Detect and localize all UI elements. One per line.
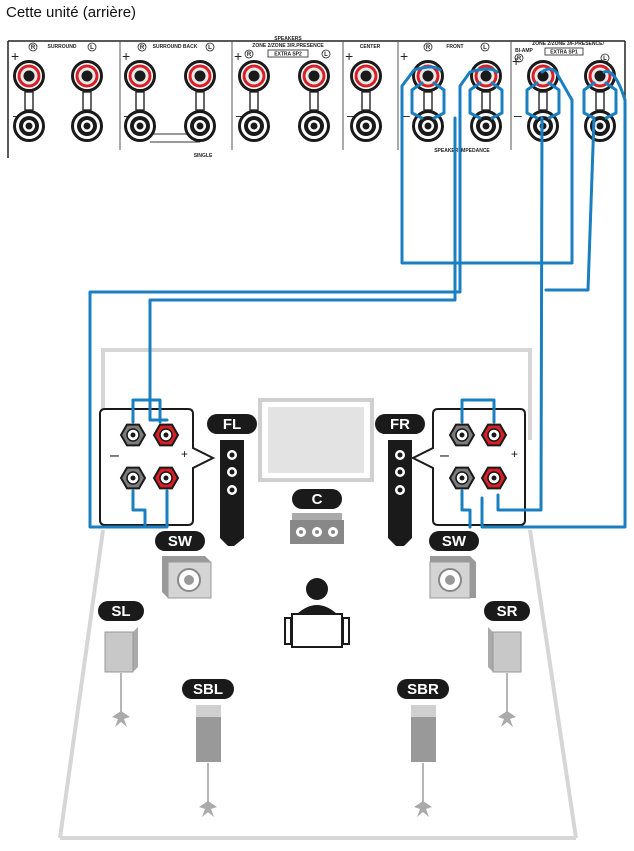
svg-text:R: R (517, 56, 522, 62)
svg-text:R: R (247, 52, 252, 58)
svg-text:–: – (124, 107, 132, 123)
svg-text:–: – (347, 107, 355, 123)
subwoofer-left: SW (155, 531, 212, 599)
speakers-label: SPEAKERS (274, 36, 302, 42)
sbr-speaker: SBR (397, 679, 449, 818)
svg-text:+: + (511, 447, 518, 461)
rear-panel: SPEAKERS SURROUND SURROUND BACK ZONE 2/Z… (7, 36, 626, 159)
section-center: CENTER (360, 44, 381, 50)
sl-label: SL (111, 603, 130, 620)
section-surround: SURROUND (48, 44, 77, 50)
single-label: SINGLE (194, 153, 213, 159)
svg-text:–: – (440, 447, 449, 464)
fl-terminal-box: – + (99, 408, 216, 526)
fl-speaker: FL (207, 414, 257, 546)
c-label: C (312, 491, 323, 508)
center-speaker: C (290, 489, 344, 544)
svg-text:L: L (90, 45, 94, 51)
svg-text:R: R (140, 45, 145, 51)
svg-text:L: L (324, 52, 328, 58)
sbr-label: SBR (407, 681, 439, 698)
impedance-label: SPEAKER IMPEDANCE (434, 148, 490, 154)
svg-text:+: + (11, 48, 19, 64)
svg-text:–: – (236, 107, 244, 123)
fl-label: FL (223, 416, 241, 433)
section-zone2-fpresence: ZONE 2/ZONE 3/F.PRESENCE/ (532, 41, 604, 47)
positive-terminals (13, 60, 616, 92)
fr-speaker: FR (375, 414, 425, 546)
svg-text:+: + (234, 48, 242, 64)
extra-sp1-label: EXTRA SP1 (550, 50, 578, 56)
subwoofer-right: SW (429, 531, 479, 599)
sw-right-label: SW (442, 533, 467, 550)
svg-text:L: L (603, 56, 607, 62)
section-front: FRONT (446, 44, 463, 50)
extra-sp2-label: EXTRA SP2 (274, 52, 302, 58)
sw-left-label: SW (168, 533, 193, 550)
sl-speaker: SL (98, 601, 144, 728)
svg-text:R: R (426, 45, 431, 51)
sbl-label: SBL (193, 681, 223, 698)
svg-text:R: R (31, 45, 36, 51)
svg-text:+: + (122, 48, 130, 64)
page-title: Cette unité (arrière) (6, 4, 137, 21)
biamp-label: BI-AMP (515, 48, 533, 54)
svg-text:–: – (402, 107, 410, 123)
svg-text:+: + (181, 447, 188, 461)
sr-speaker: SR (484, 601, 530, 728)
fr-label: FR (390, 416, 410, 433)
svg-text:–: – (514, 107, 522, 123)
svg-text:L: L (483, 45, 487, 51)
svg-text:–: – (110, 447, 119, 464)
section-zone2-rpresence: ZONE 2/ZONE 3/R.PRESENCE (252, 43, 324, 49)
listener (284, 578, 350, 648)
section-surround-back: SURROUND BACK (153, 44, 198, 50)
svg-text:+: + (512, 53, 520, 69)
svg-text:+: + (400, 48, 408, 64)
tv (258, 398, 374, 482)
speaker-wires (88, 65, 627, 529)
svg-text:L: L (208, 45, 212, 51)
sr-label: SR (497, 603, 518, 620)
negative-terminals (13, 110, 616, 142)
fr-terminal-box: – + (410, 408, 526, 526)
svg-text:–: – (13, 107, 21, 123)
svg-text:+: + (345, 48, 353, 64)
room-outline (58, 348, 578, 840)
sbl-speaker: SBL (182, 679, 234, 818)
